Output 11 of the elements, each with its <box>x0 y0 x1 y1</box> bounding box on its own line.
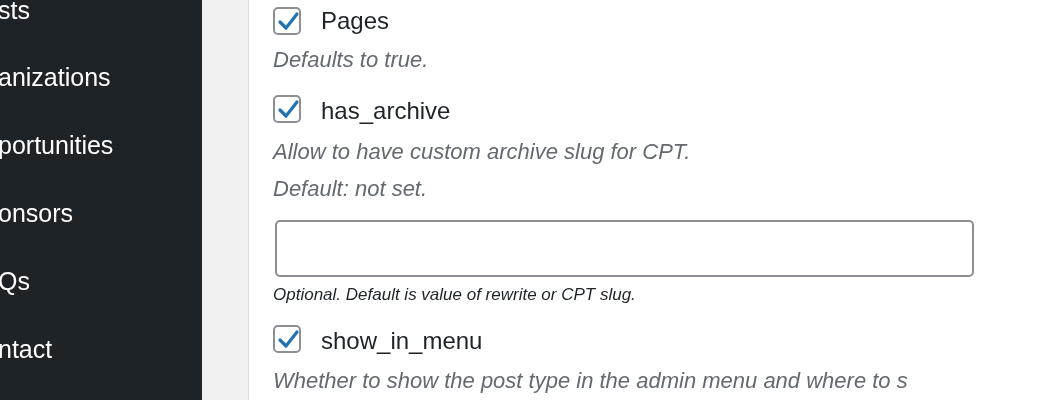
checkbox-label: has_archive <box>321 97 451 125</box>
field-description: Default: not set. <box>273 176 428 202</box>
field-description: Whether to show the post type in the admin menu and where to s <box>273 368 908 394</box>
field-description: Defaults to true. <box>273 47 429 73</box>
checkbox-label: Pages <box>321 7 390 35</box>
menu-item: ntact <box>0 335 53 364</box>
checkbox-label: show_in_menu <box>321 327 483 355</box>
menu-item: Qs <box>0 267 30 296</box>
field-description: Optional. Default is value of rewrite or CPT slug. <box>273 285 636 305</box>
field-description: Allow to have custom archive slug for CPT. <box>273 139 691 165</box>
menu-item: portunities <box>0 131 114 160</box>
